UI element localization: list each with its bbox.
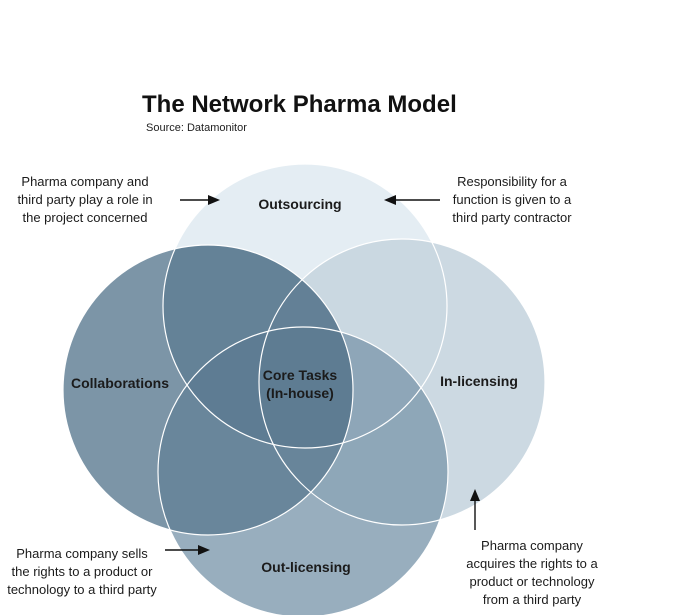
svg-text:Pharma company: Pharma company: [481, 538, 583, 553]
arrow-outsourcing-note: [384, 195, 440, 205]
svg-text:third party play a role in: third party play a role in: [17, 192, 152, 207]
arrow-collaborations-note: [180, 195, 220, 205]
svg-text:Responsibility for a: Responsibility for a: [457, 174, 568, 189]
outsourcing-label: Outsourcing: [258, 196, 341, 212]
svg-text:technology to a third party: technology to a third party: [7, 582, 157, 597]
svg-text:Pharma company sells: Pharma company sells: [16, 546, 148, 561]
svg-text:acquires the rights to a: acquires the rights to a: [466, 556, 598, 571]
svg-text:from a third party: from a third party: [483, 592, 582, 607]
svg-text:function is given to a: function is given to a: [453, 192, 572, 207]
svg-text:third party contractor: third party contractor: [452, 210, 572, 225]
out-licensing-label: Out-licensing: [261, 559, 350, 575]
svg-text:product or technology: product or technology: [469, 574, 595, 589]
svg-text:the project concerned: the project concerned: [22, 210, 147, 225]
arrow-in-licensing-note: [470, 489, 480, 530]
in-licensing-label: In-licensing: [440, 373, 518, 389]
out-licensing-note: Pharma company sells the rights to a pro…: [7, 546, 157, 597]
svg-text:Pharma company and: Pharma company and: [21, 174, 148, 189]
core-tasks-region: [163, 245, 353, 448]
svg-text:the rights to a product or: the rights to a product or: [12, 564, 154, 579]
arrow-out-licensing-note: [165, 545, 210, 555]
core-tasks-sublabel: (In-house): [266, 385, 334, 401]
diagram-source: Source: Datamonitor: [146, 122, 247, 134]
collaborations-note: Pharma company and third party play a ro…: [17, 174, 152, 225]
diagram-title: The Network Pharma Model: [142, 91, 457, 118]
collaborations-label: Collaborations: [71, 375, 169, 391]
outsourcing-note: Responsibility for a function is given t…: [452, 174, 572, 225]
in-licensing-note: Pharma company acquires the rights to a …: [466, 538, 598, 607]
core-tasks-label: Core Tasks: [263, 367, 338, 383]
